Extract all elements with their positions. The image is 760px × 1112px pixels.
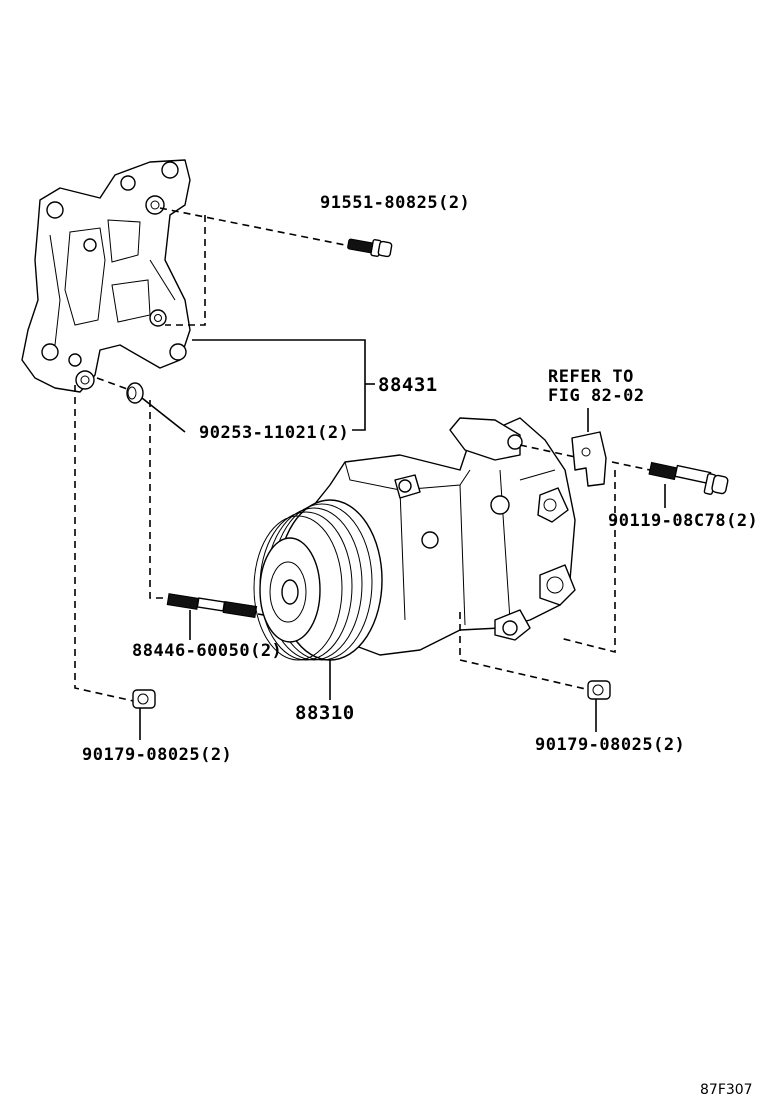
- label-nut-right-90179: 90179-08025(2): [535, 735, 685, 755]
- refer-bracket-icon: [571, 431, 607, 487]
- flange-nut-icon: [126, 382, 144, 404]
- label-refer-fig: FIG 82-02: [548, 386, 645, 406]
- label-bolt-91551: 91551-80825(2): [320, 193, 470, 213]
- ac-compressor-icon: [253, 417, 576, 661]
- figure-code: 87F307: [700, 1082, 753, 1098]
- flange-bolt-icon: [347, 238, 393, 258]
- label-compressor-88310: 88310: [295, 702, 355, 724]
- mounting-bracket-icon: [21, 159, 191, 393]
- label-refer-to: REFER TO: [548, 367, 634, 387]
- label-bracket-88431: 88431: [378, 374, 438, 396]
- flange-bolt-icon: [648, 461, 729, 495]
- stud-bolt-icon: [166, 593, 258, 619]
- label-nut-left-90179: 90179-08025(2): [82, 745, 232, 765]
- flange-nut-icon: [132, 689, 156, 709]
- label-bolt-90119: 90119-08C78(2): [608, 511, 758, 531]
- flange-nut-icon: [587, 680, 611, 700]
- label-stud-88446: 88446-60050(2): [132, 641, 282, 661]
- label-nut-90253: 90253-11021(2): [199, 423, 349, 443]
